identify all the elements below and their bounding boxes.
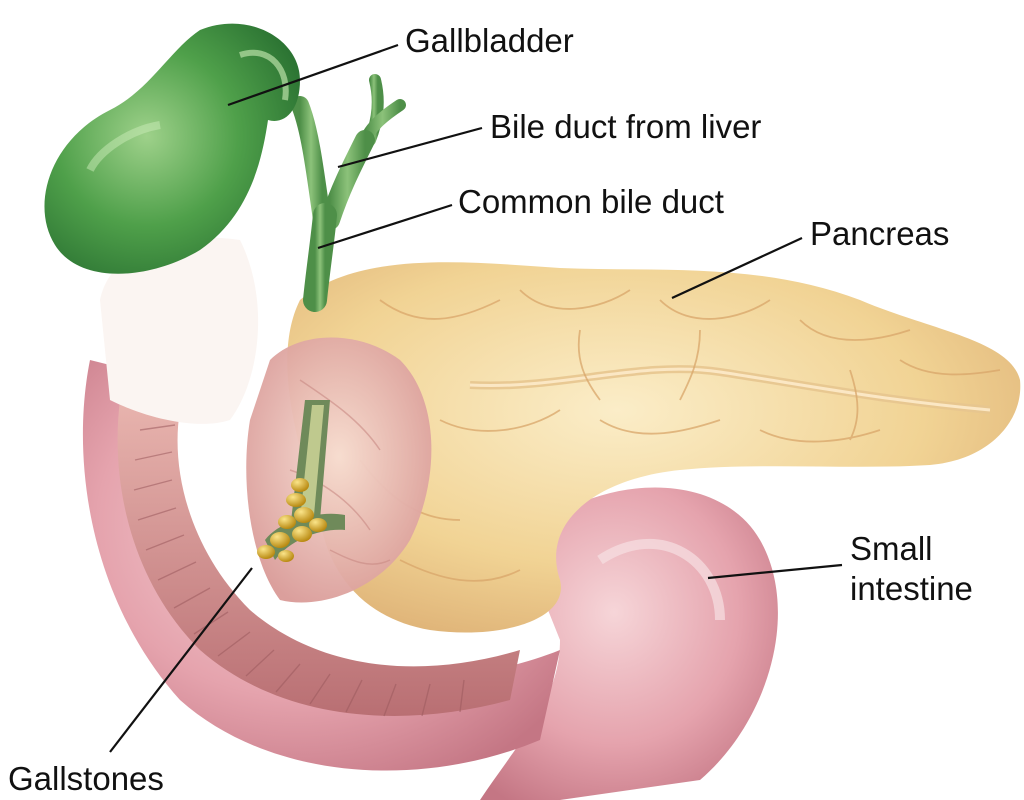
label-pancreas: Pancreas [810, 215, 949, 252]
gallstone [278, 550, 294, 562]
gallstone [292, 526, 312, 542]
gallstone [286, 493, 306, 507]
gallstone [294, 507, 314, 523]
gallstone [270, 532, 290, 548]
label-gallbladder: Gallbladder [405, 22, 574, 59]
label-bile-duct-from-liver: Bile duct from liver [490, 108, 761, 145]
gallstone [257, 545, 275, 559]
label-small-intestine-line2: intestine [850, 570, 973, 607]
gallstone [291, 478, 309, 492]
gallbladder [44, 24, 300, 274]
gallstone [309, 518, 327, 532]
label-gallstones: Gallstones [8, 760, 164, 797]
label-small-intestine-line1: Small [850, 530, 933, 567]
gallstone [278, 515, 296, 529]
label-common-bile-duct: Common bile duct [458, 183, 724, 220]
